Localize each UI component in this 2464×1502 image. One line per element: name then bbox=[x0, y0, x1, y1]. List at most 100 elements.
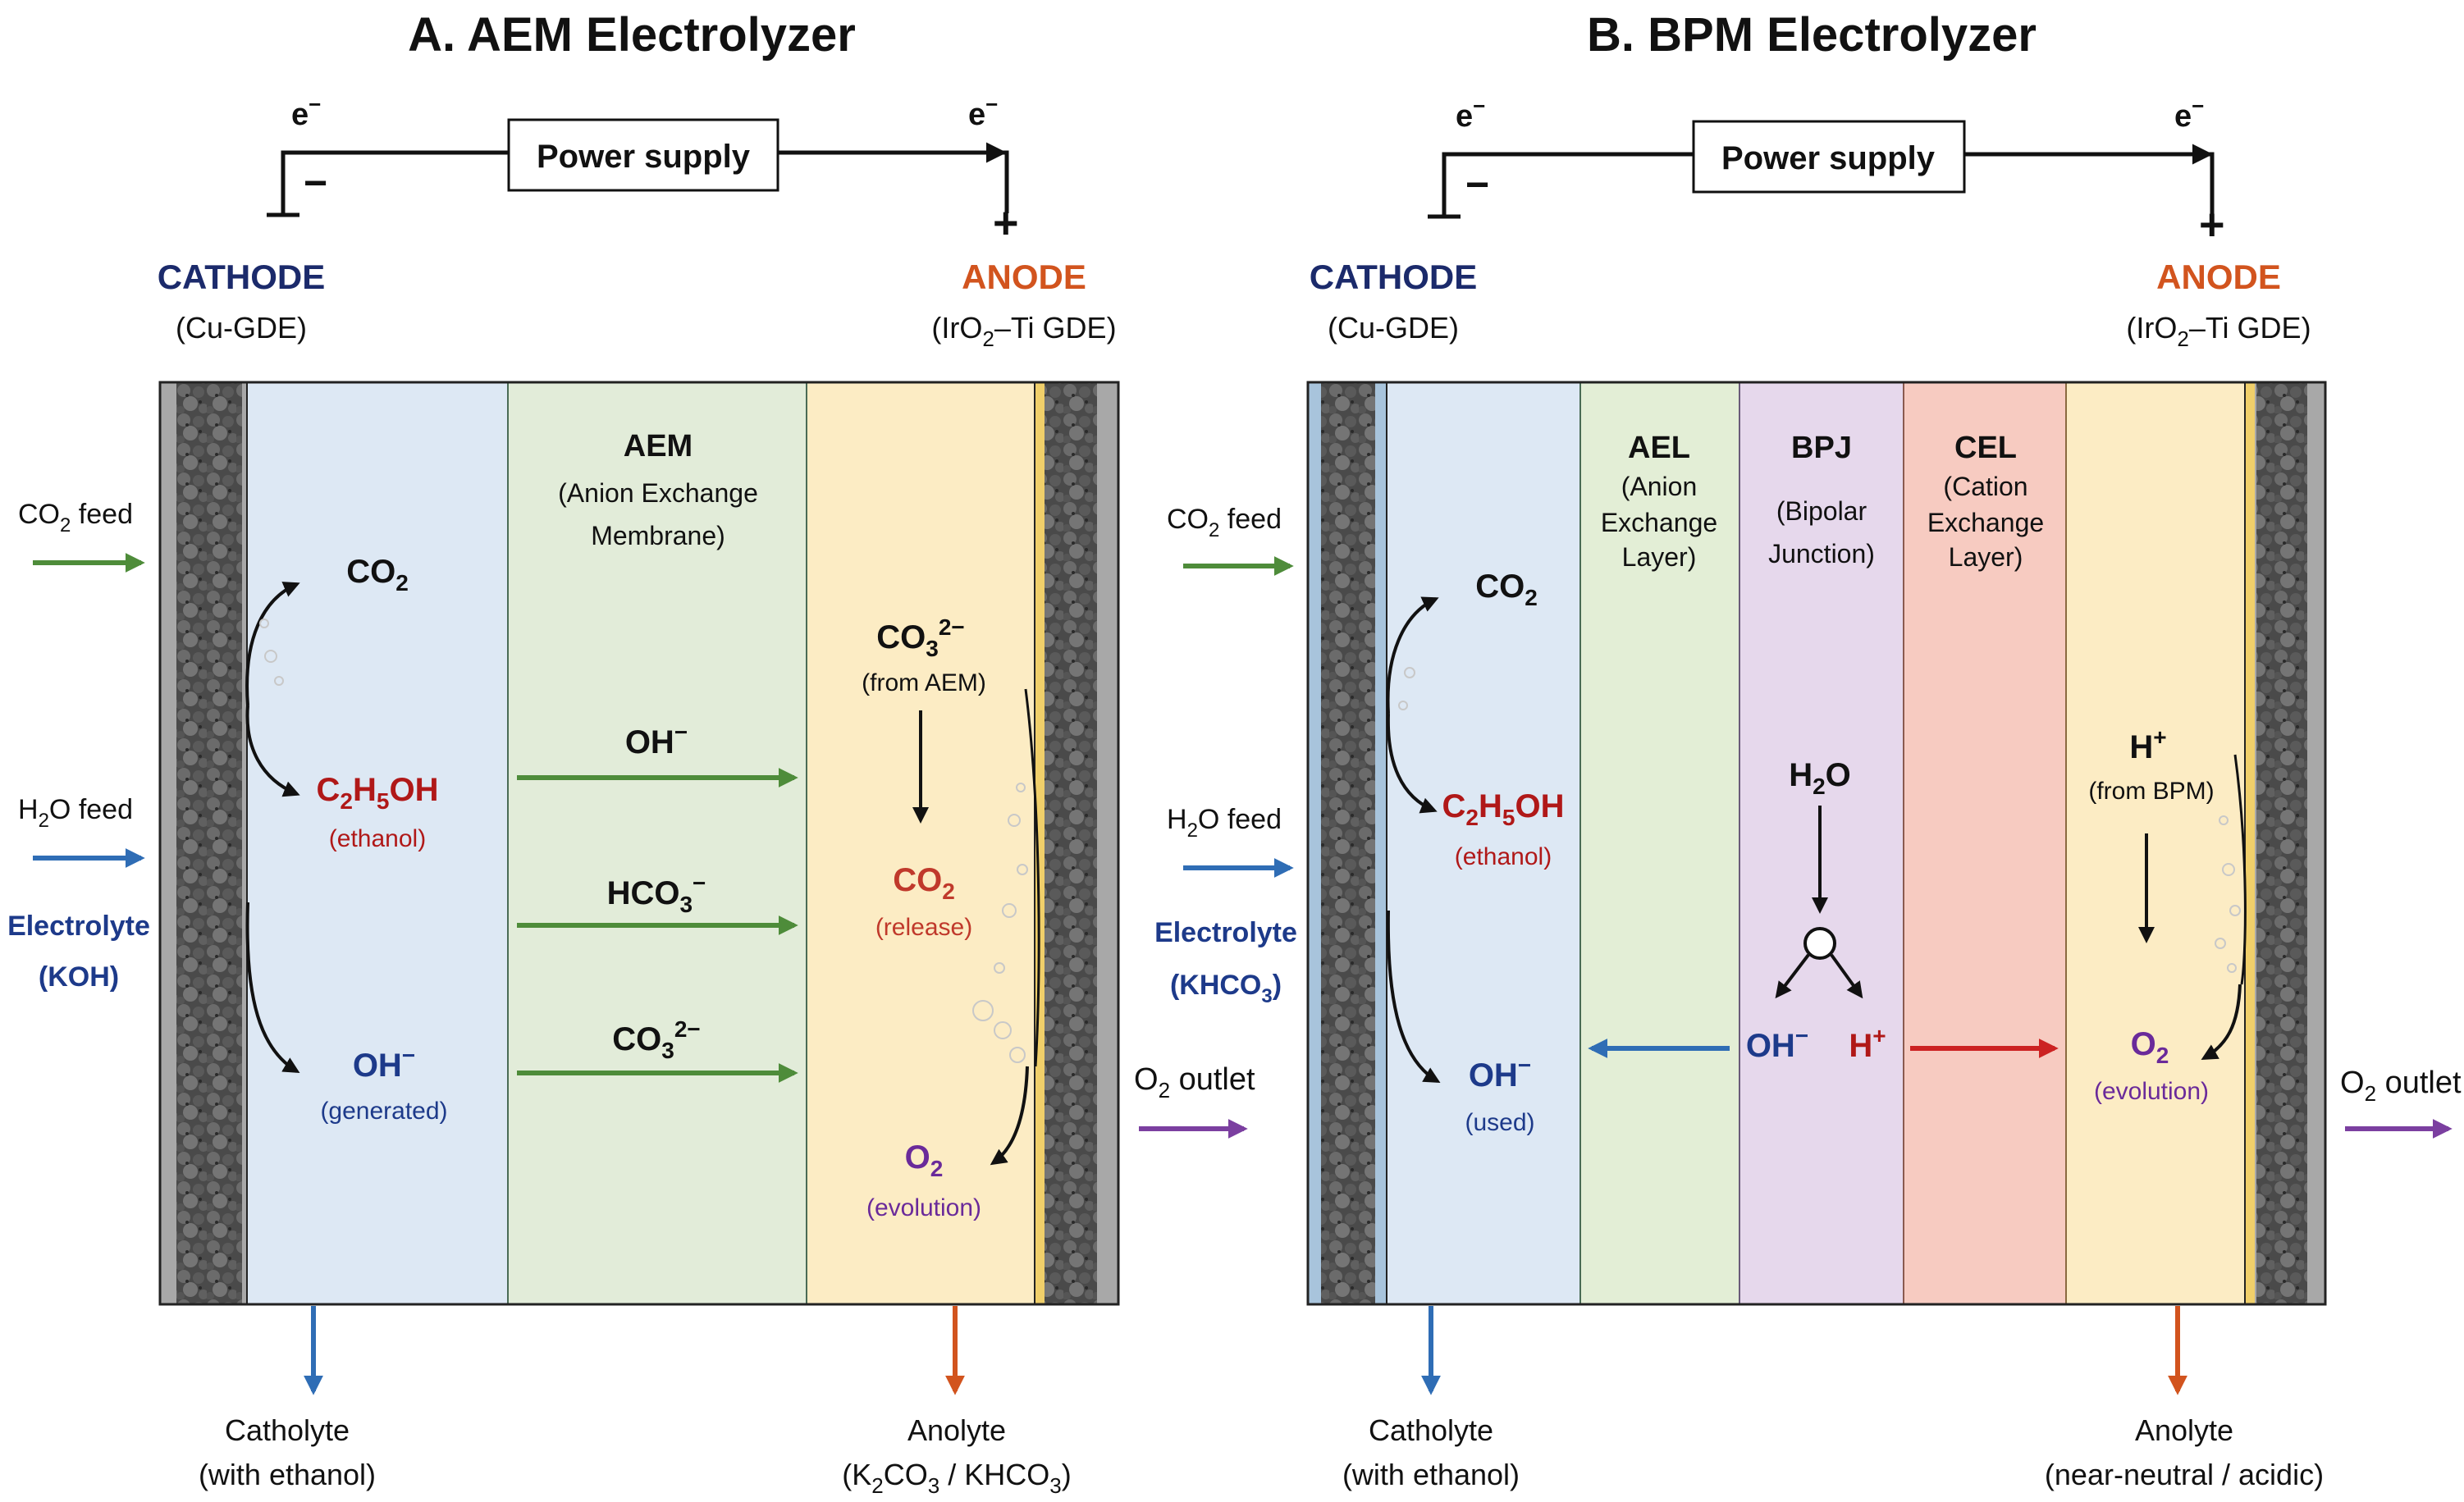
panel-a-anode-sub: (IrO2–Ti GDE) bbox=[931, 311, 1116, 351]
panel-b-ael-line2: Exchange bbox=[1601, 508, 1717, 537]
panel-b-bpj-line2: Junction) bbox=[1768, 539, 1875, 568]
panel-a-membrane-name: AEM bbox=[624, 429, 693, 463]
panel-b-h2o-feed-label: H2O feed bbox=[1167, 804, 1282, 842]
panel-b-anode-o2: O2 bbox=[2131, 1026, 2169, 1068]
panel-a-anode-o2-label: (evolution) bbox=[866, 1194, 981, 1221]
panel-b-anolyte-label: Anolyte bbox=[2135, 1413, 2233, 1447]
panel-a-oh-generated-label: (generated) bbox=[320, 1098, 447, 1125]
panel-a: A. AEM Electrolyzer Power supply e− e− −… bbox=[7, 8, 1255, 1498]
panel-b-split-node bbox=[1803, 927, 1836, 960]
panel-b-cathode-sub: (Cu-GDE) bbox=[1328, 311, 1459, 345]
panel-b-electron-left: e− bbox=[1456, 94, 1485, 134]
panel-b-catholyte-label: Catholyte bbox=[1369, 1413, 1493, 1447]
panel-b-oh-used-label: (used) bbox=[1465, 1109, 1534, 1136]
panel-b-electron-right: e− bbox=[2174, 94, 2204, 134]
panel-b-ethanol: C2H5OH bbox=[1442, 788, 1565, 830]
panel-a-membrane-line2: Membrane) bbox=[591, 521, 725, 550]
panel-a-electron-left: e− bbox=[291, 92, 321, 132]
panel-b-cathode-label: CATHODE bbox=[1310, 258, 1478, 296]
panel-a-plus-sign: + bbox=[993, 199, 1019, 248]
panel-a-anode-gde bbox=[1043, 382, 1097, 1304]
panel-a-electrolyte-label: Electrolyte bbox=[7, 911, 150, 942]
panel-a-oh-generated: OH− bbox=[353, 1043, 415, 1084]
panel-b-h2o: H2O bbox=[1789, 757, 1851, 799]
panel-a-circuit: Power supply e− e− − + bbox=[267, 92, 1019, 248]
panel-b-cel-line1: (Cation bbox=[1943, 472, 2027, 501]
panel-a-cathode-sub: (Cu-GDE) bbox=[176, 311, 307, 345]
panel-b-electrolyte-label: Electrolyte bbox=[1154, 917, 1297, 948]
panel-a-anode-co3-label: (from AEM) bbox=[862, 669, 986, 696]
panel-a-co2-feed-label: CO2 feed bbox=[18, 499, 133, 536]
panel-a-cathode-label: CATHODE bbox=[158, 258, 326, 296]
panel-a-anode-co3: CO32− bbox=[876, 614, 965, 661]
panel-b-ethanol-label: (ethanol) bbox=[1455, 843, 1552, 870]
panel-a-h2o-feed-label: H2O feed bbox=[18, 794, 133, 832]
panel-b-oh-used: OH− bbox=[1469, 1052, 1531, 1093]
panel-b-bpj-label: BPJ bbox=[1791, 431, 1852, 465]
panel-b-ael-line1: (Anion bbox=[1621, 472, 1698, 501]
panel-b-title: B. BPM Electrolyzer bbox=[1587, 8, 2037, 62]
panel-a-ion-co3: CO32− bbox=[612, 1016, 701, 1063]
panel-b-minus-sign: − bbox=[1465, 162, 1489, 208]
panel-b-co2: CO2 bbox=[1475, 568, 1538, 610]
panel-a-electron-right: e− bbox=[968, 92, 998, 132]
panel-a-membrane-zone bbox=[508, 382, 807, 1304]
panel-b-co2-feed-label: CO2 feed bbox=[1167, 504, 1282, 541]
panel-a-anode-o2: O2 bbox=[905, 1139, 944, 1181]
panel-b-split-h: H+ bbox=[1849, 1023, 1886, 1064]
panel-a-ion-hco3: HCO3− bbox=[607, 870, 706, 917]
panel-a-ethanol: C2H5OH bbox=[317, 772, 439, 814]
panel-b-bpj-line1: (Bipolar bbox=[1776, 496, 1867, 526]
panel-b-cel-label: CEL bbox=[1954, 431, 2017, 465]
panel-b-ael-line3: Layer) bbox=[1622, 542, 1697, 572]
panel-b-cel-line3: Layer) bbox=[1949, 542, 2023, 572]
panel-b-catholyte-zone bbox=[1387, 382, 1580, 1304]
panel-b-ael-zone bbox=[1580, 382, 1739, 1304]
panel-b-anolyte-sub: (near-neutral / acidic) bbox=[2045, 1458, 2324, 1491]
panel-b-ael-label: AEL bbox=[1628, 431, 1690, 465]
panel-a-anolyte-sub: (K2CO3 / KHCO3) bbox=[842, 1458, 1071, 1498]
panel-b-oh-curve-arrow bbox=[1386, 910, 1441, 1083]
panel-a-ethanol-curve-arrow bbox=[245, 705, 300, 797]
panel-b-anolyte-zone bbox=[2066, 382, 2245, 1304]
panel-a-power-supply: Power supply bbox=[537, 139, 751, 175]
panel-b-anode-label: ANODE bbox=[2156, 258, 2281, 296]
panel-a-cathode-gde bbox=[176, 382, 242, 1304]
panel-b-power-supply-box bbox=[1692, 120, 1966, 194]
panel-a-bubbles bbox=[259, 619, 1028, 1063]
panel-a-anolyte-label: Anolyte bbox=[907, 1413, 1006, 1447]
panel-b-plus-sign: + bbox=[2199, 200, 2225, 249]
panel-a-cell bbox=[158, 381, 1120, 1306]
panel-b-o2-outlet-label: O2 outlet bbox=[2340, 1066, 2462, 1106]
panel-b-anode-h: H+ bbox=[2129, 724, 2166, 765]
panel-a-anode-label: ANODE bbox=[962, 258, 1086, 296]
panel-a-oh-curve-arrow bbox=[245, 902, 300, 1074]
panel-b-ethanol-curve-arrow bbox=[1386, 713, 1438, 814]
panel-b-cathode-gde bbox=[1321, 382, 1375, 1304]
panel-a-catholyte-zone bbox=[247, 382, 508, 1304]
panel-a-anode-co2: CO2 bbox=[893, 862, 955, 904]
panel-a-title: A. AEM Electrolyzer bbox=[408, 8, 856, 62]
panel-a-co2-curve-arrow bbox=[245, 582, 300, 706]
panel-b-anode-h-label: (from BPM) bbox=[2088, 778, 2214, 805]
panel-b-anode-sub: (IrO2–Ti GDE) bbox=[2126, 311, 2311, 351]
panel-b-split-oh: OH− bbox=[1746, 1023, 1808, 1064]
panel-b-cel-zone bbox=[1904, 382, 2066, 1304]
panel-a-o2-curve-arrow bbox=[990, 1066, 1029, 1166]
panel-b-catholyte-sub: (with ethanol) bbox=[1342, 1458, 1520, 1491]
panel-a-minus-sign: − bbox=[304, 160, 327, 206]
panel-b-electrolyte-sub: (KHCO3) bbox=[1170, 970, 1282, 1007]
panel-b-anode-o2-label: (evolution) bbox=[2094, 1078, 2209, 1105]
panel-b-cel-line2: Exchange bbox=[1927, 508, 2044, 537]
panel-b-co2-curve-arrow bbox=[1386, 596, 1439, 714]
panel-a-power-supply-box bbox=[507, 118, 779, 192]
panel-a-catholyte-sub: (with ethanol) bbox=[199, 1458, 376, 1491]
panel-b-bubbles bbox=[1398, 667, 2241, 973]
panel-a-membrane-line1: (Anion Exchange bbox=[558, 478, 758, 508]
panel-b-o2-curve-arrow bbox=[2201, 984, 2242, 1060]
panel-a-anode-co2-label: (release) bbox=[875, 914, 972, 941]
panel-a-ion-oh: OH− bbox=[625, 719, 688, 760]
panel-b: B. BPM Electrolyzer Power supply e− e− −… bbox=[1154, 8, 2462, 1491]
panel-a-electrolyte-sub: (KOH) bbox=[39, 961, 119, 993]
